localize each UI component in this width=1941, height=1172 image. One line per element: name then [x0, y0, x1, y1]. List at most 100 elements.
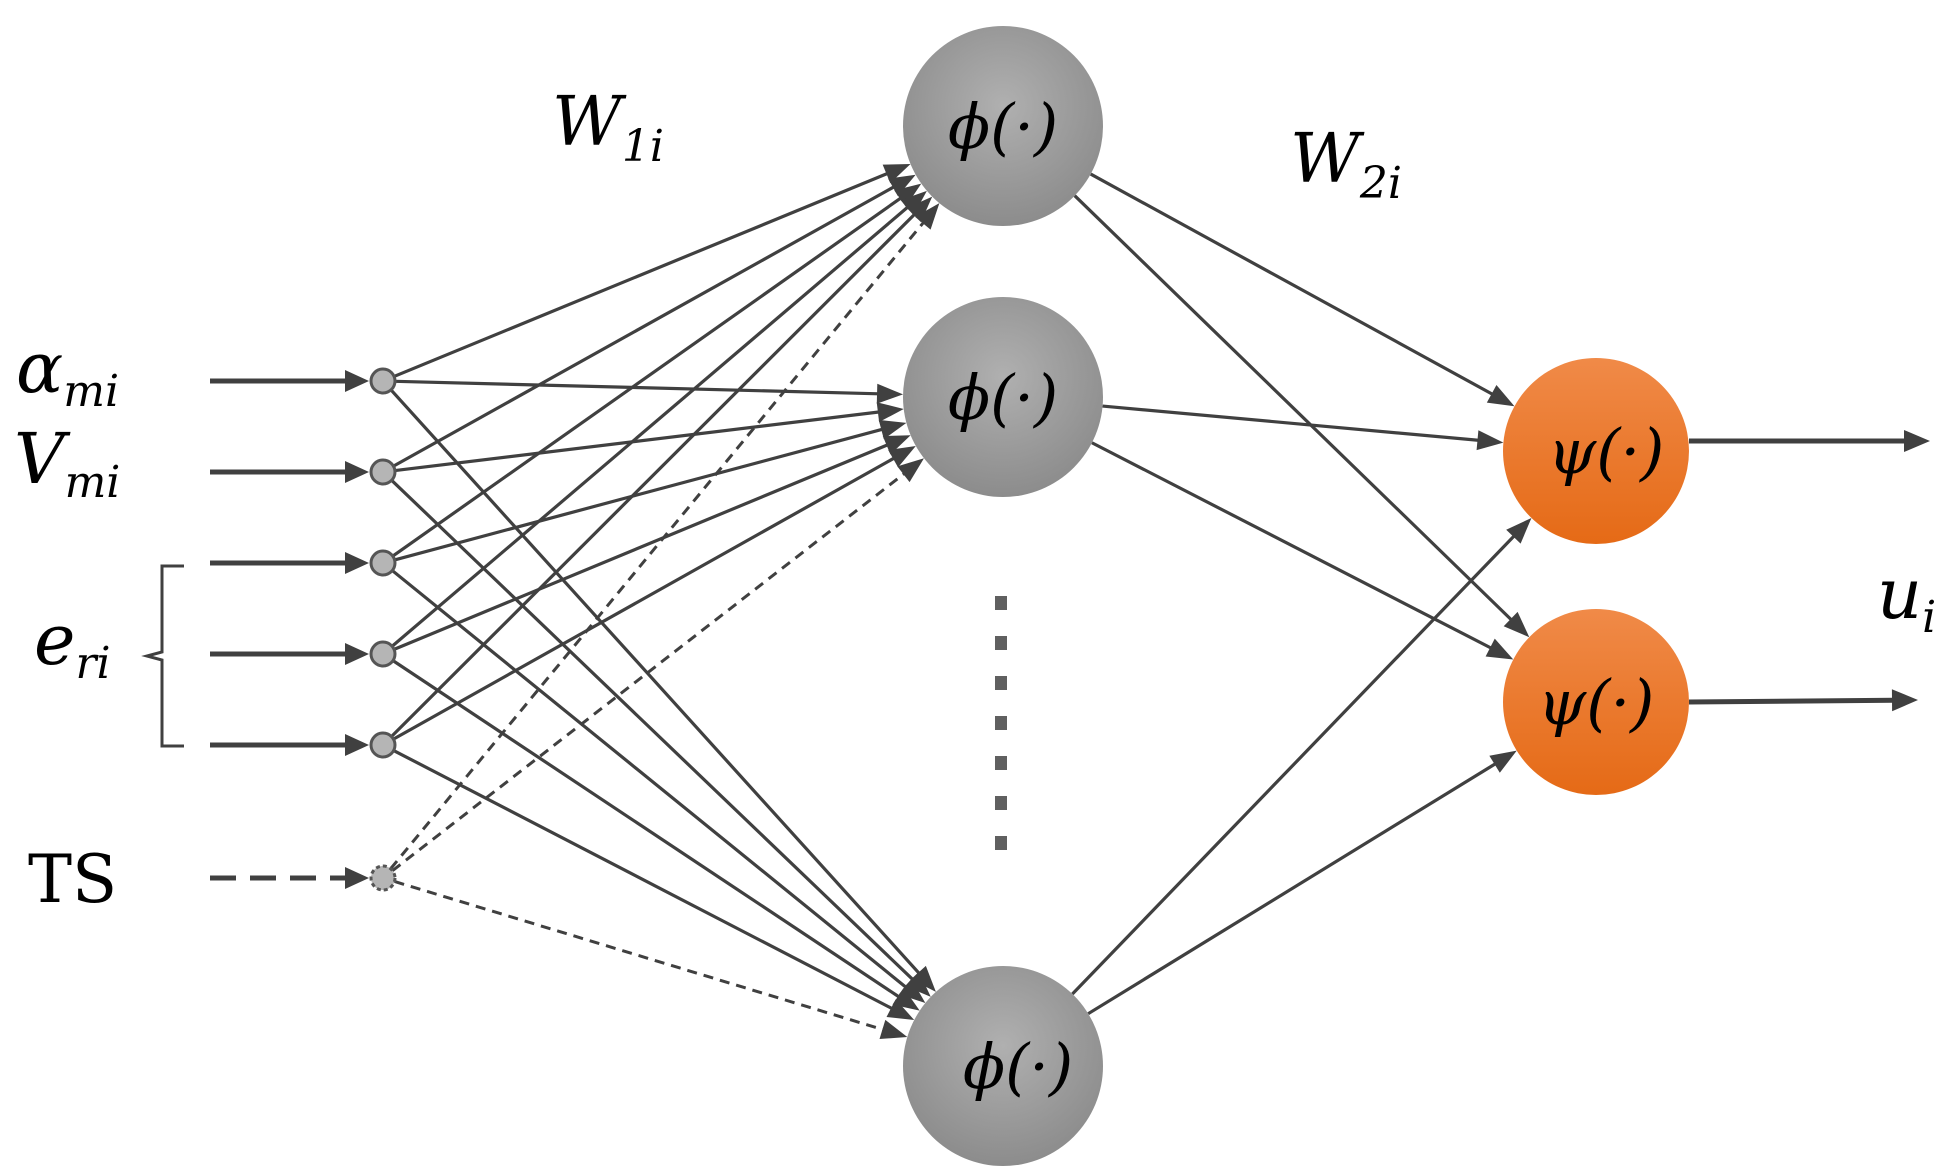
edge [1087, 750, 1517, 1016]
edge [391, 569, 926, 1003]
edge-head [894, 183, 922, 207]
input-node [369, 640, 397, 668]
dashed-edge-shaft [389, 220, 926, 870]
edge-shaft [393, 443, 890, 651]
error-input-brace [141, 564, 184, 748]
hidden-node [903, 26, 1103, 226]
edge-shaft [1089, 172, 1495, 397]
edge-head [900, 190, 927, 216]
output-arrow [1689, 430, 1930, 452]
input-label-ts: TS [28, 841, 117, 918]
edge-head [1486, 385, 1515, 407]
dashed-edge [391, 458, 924, 872]
hidden-node-label: ϕ(·) [963, 1030, 1073, 1103]
edge [394, 419, 907, 562]
edge-head [1503, 611, 1530, 638]
edge-shaft [390, 212, 917, 738]
edge [1091, 441, 1514, 660]
input-arrow [210, 552, 369, 574]
output-node-label: ψ(·) [1538, 666, 1655, 739]
input-label-v: Vmi [14, 418, 120, 508]
edge-head [876, 402, 904, 423]
input-arrow [210, 370, 369, 392]
edge-shaft [1102, 404, 1480, 442]
edge [392, 445, 916, 741]
edge-shaft [392, 749, 894, 1011]
edge [394, 402, 904, 473]
edge [1073, 194, 1530, 638]
edge [393, 164, 911, 378]
input-arrow [210, 734, 369, 756]
ts-input-node [369, 864, 397, 892]
edge-head [1485, 638, 1514, 660]
dashed-edge [389, 203, 940, 870]
input-label-alpha: αmi [16, 327, 119, 417]
output-node-label: ψ(·) [1548, 415, 1665, 488]
edge [389, 388, 936, 992]
connections [389, 164, 1532, 1040]
edge-head [882, 164, 911, 184]
input-layer [369, 367, 397, 892]
input-arrow [210, 461, 369, 483]
output-arrow [1688, 689, 1918, 712]
edge-head [905, 971, 931, 997]
dashed-edge-shaft [394, 880, 885, 1032]
hidden-node-label: ϕ(·) [948, 361, 1058, 434]
edge-shaft [391, 569, 908, 990]
input-arrow-head [345, 552, 369, 574]
edge-shaft [1071, 534, 1516, 996]
edge-shaft [393, 171, 889, 378]
output-arrow-shaft [1688, 697, 1895, 705]
edge-shaft [394, 379, 880, 396]
input-arrow-head [345, 734, 369, 756]
input-node [369, 458, 397, 486]
edge-head [878, 419, 907, 440]
edge [1102, 404, 1504, 451]
edge-shaft [390, 479, 915, 982]
hidden-node-label: ϕ(·) [948, 90, 1058, 163]
edge [393, 435, 911, 651]
edge [391, 190, 927, 648]
dashed-edge-shaft [391, 471, 906, 872]
edge-shaft [1091, 441, 1493, 650]
hidden-ellipsis-glyph: ⋮ [1003, 720, 1004, 721]
edge [391, 183, 922, 558]
edge-head [888, 445, 916, 468]
edge-shaft [392, 456, 896, 741]
edge-shaft [394, 427, 884, 562]
input-arrows [210, 370, 369, 889]
output-node [1503, 609, 1689, 795]
edge-head [1489, 750, 1517, 773]
input-arrow-head [345, 370, 369, 392]
edge [392, 659, 920, 1011]
hidden-node [903, 297, 1103, 497]
weight-label-w1: W1i [552, 83, 664, 172]
edge-head [886, 999, 915, 1021]
input-node [369, 549, 397, 577]
edge-head [911, 965, 936, 992]
ts-input-arrow-head [345, 867, 369, 889]
edge-head [906, 196, 933, 223]
input-arrow-head [345, 643, 369, 665]
edge-shaft [394, 410, 881, 473]
dashed-edge-head [897, 458, 924, 483]
input-node [369, 731, 397, 759]
edge [390, 196, 933, 738]
weight-label-w2: W2i [1290, 120, 1402, 209]
edge-shaft [392, 659, 901, 999]
input-arrow [210, 643, 369, 665]
edge-head [1506, 517, 1532, 544]
edge [394, 379, 904, 404]
output-arrow-head [1891, 689, 1918, 712]
input-arrow-head [345, 461, 369, 483]
output-arrows [1688, 430, 1930, 712]
edge-shaft [1073, 194, 1514, 622]
edge-shaft [392, 185, 896, 468]
edge-head [1476, 430, 1504, 451]
output-layer: ψ(·) ψ(·) [1503, 358, 1689, 795]
hidden-node [903, 966, 1103, 1166]
output-label-u: ui [1877, 553, 1936, 643]
edge [392, 749, 915, 1021]
edge [1089, 172, 1515, 407]
